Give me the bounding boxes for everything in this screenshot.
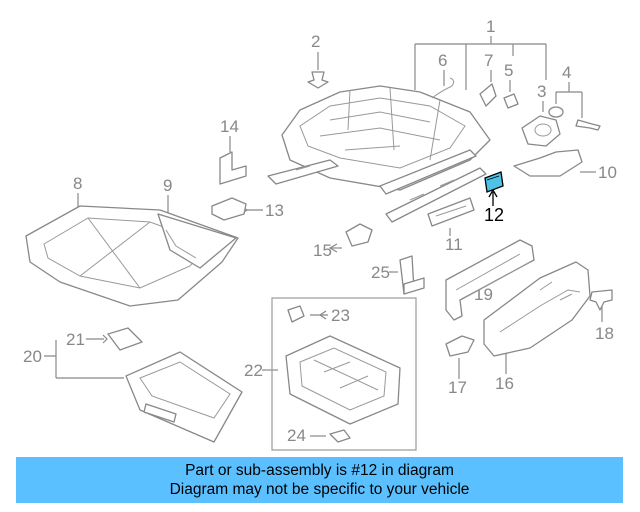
part-16-side-cover [483,261,591,357]
callout-1: 1 [486,17,495,36]
callout-7: 7 [484,51,493,70]
callout-24: 24 [287,426,306,445]
callout-20: 20 [23,347,42,366]
callout-12: 12 [484,205,504,225]
callout-8: 8 [73,174,82,193]
callout-22: 22 [244,361,263,380]
callout-14: 14 [220,117,239,136]
callout-3: 3 [537,82,546,101]
part-4-fasteners [548,106,601,131]
part-23-fastener [287,305,305,323]
info-banner: Part or sub-assembly is #12 in diagram D… [16,457,623,503]
callout-4: 4 [562,63,571,82]
callout-2: 2 [311,32,320,51]
part-24-clip [329,429,351,443]
part-21-plate [107,327,143,351]
part-7-bracket [479,83,497,107]
parts-diagram: 1 2 3 4 5 6 7 8 9 10 11 12 13 14 15 16 1… [23,17,617,451]
banner-line-2: Diagram may not be specific to your vehi… [169,481,470,498]
part-15-clip [345,223,373,247]
callout-13: 13 [265,201,284,220]
callout-11: 11 [445,235,463,254]
part-11-trim [427,197,475,227]
part-20-tray [125,351,243,443]
callout-25: 25 [371,263,390,282]
part-14-bracket [219,151,247,185]
part-13-block [211,197,247,221]
part-2-clip [307,71,329,89]
sub-assembly-box [271,297,417,451]
part-12-highlighted [484,171,504,193]
callout-15: 15 [313,241,332,260]
part-17-knob [445,335,475,357]
callout-6: 6 [438,51,447,70]
callout-17: 17 [448,378,467,397]
banner-line-1: Part or sub-assembly is #12 in diagram [185,462,454,479]
part-18-screw [589,289,613,311]
part-25-bracket [399,255,425,295]
callout-21: 21 [66,330,85,349]
part-9-pad [157,213,237,269]
callout-18: 18 [595,324,614,343]
part-22-tray [285,335,401,425]
callout-23: 23 [331,306,350,325]
part-19-frame [445,239,535,321]
part-6-cable [431,77,455,99]
callout-9: 9 [163,176,172,195]
callout-10: 10 [598,163,617,182]
callout-16: 16 [495,374,514,393]
callout-5: 5 [504,61,513,80]
part-5-clip [503,93,519,109]
part-10-bracket [513,149,583,177]
part-3-motor [521,115,561,147]
seat-frame [267,85,491,223]
